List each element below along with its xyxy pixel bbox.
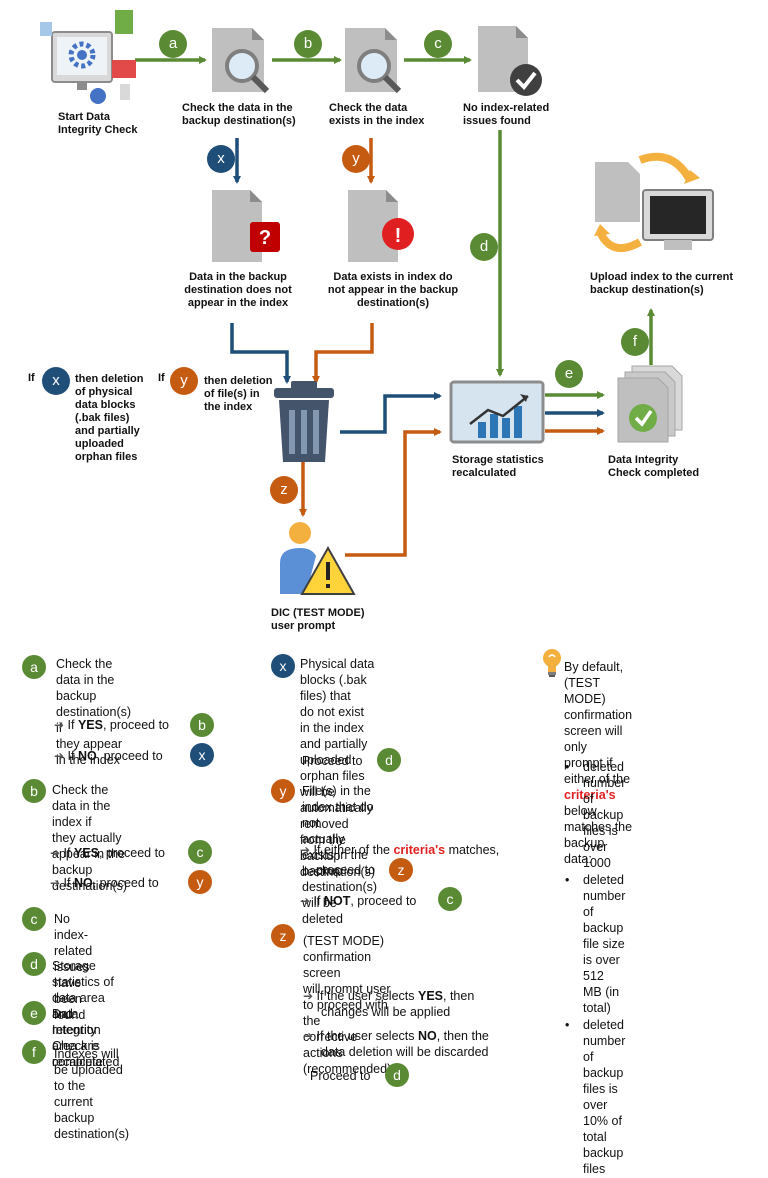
legend-z-no: ➔ If the user selects NO, then the	[303, 1029, 489, 1043]
legend-y-either-line2: proceed to	[316, 863, 376, 877]
legend-a-no-target: x	[190, 743, 214, 767]
legend-badge-z: z	[271, 924, 295, 948]
arrow-right-icon: ➔	[50, 876, 61, 890]
badge-z: z	[270, 476, 298, 504]
svg-text:?: ?	[259, 227, 271, 249]
svg-text:!: !	[395, 225, 402, 247]
if-y-prefix: If	[158, 372, 165, 384]
arrow-right-icon: ➔	[303, 989, 314, 1003]
arrow-right-icon: ➔	[300, 843, 311, 857]
legend-b-yes-target: c	[188, 840, 212, 864]
arrow-right-icon: ➔	[300, 894, 311, 908]
badge-y: y	[342, 145, 370, 173]
legend-x-target: d	[377, 748, 401, 772]
legend-e-text: Data Integrity Check is complete	[52, 1007, 103, 1069]
arrow-blue-to-trash	[230, 323, 291, 384]
docs-check-icon	[617, 365, 683, 443]
legend-badge-d: d	[22, 952, 46, 976]
user-warning-icon	[280, 522, 356, 595]
legend-y-either: ➔ If either of the criteria's matches,	[300, 843, 500, 857]
trash-icon	[274, 381, 334, 462]
arrow-prompt-to-stats	[345, 428, 442, 557]
legend-a-yes: ➔ If YES, proceed to	[54, 718, 169, 732]
legend-a-yes-target: b	[190, 713, 214, 737]
arrow-right-icon: ➔	[54, 718, 65, 732]
legend-b-no-target: y	[188, 870, 212, 894]
legend-badge-e: e	[22, 1001, 46, 1025]
badge-x: x	[207, 145, 235, 173]
doc-search-icon	[212, 28, 270, 94]
doc-check-icon	[478, 26, 542, 96]
badge-y-side: y	[170, 367, 198, 395]
arrow-right-icon: ➔	[303, 1029, 314, 1043]
legend-y-not-target: c	[438, 887, 462, 911]
arrow-orange-to-trash	[312, 323, 374, 384]
legend-b-no: ➔ If NO, proceed to	[50, 876, 159, 890]
legend-z-proceed: Proceed to	[310, 1069, 371, 1083]
badge-c: c	[424, 30, 452, 58]
legend-badge-b: b	[22, 779, 46, 803]
upload-sync-icon	[594, 152, 714, 253]
legend-badge-y: y	[271, 779, 295, 803]
legend-z-yes-line2: changes will be applied	[321, 1005, 451, 1019]
chart-monitor-icon	[449, 380, 545, 444]
prompt-label: DIC (TEST MODE)user prompt	[271, 607, 365, 632]
legend-y-either-target: z	[389, 858, 413, 882]
badge-f: f	[621, 328, 649, 356]
badge-b: b	[294, 30, 322, 58]
legend-z-yes: ➔ If the user selects YES, then	[303, 989, 475, 1003]
legend-badge-a: a	[22, 655, 46, 679]
monitor-gear-icon	[40, 10, 136, 104]
legend-x-proceed: Proceed to	[302, 754, 363, 768]
arrow-trash-to-stats	[340, 392, 442, 434]
if-x-prefix: If	[28, 372, 35, 384]
legend-badge-f: f	[22, 1040, 46, 1064]
legend-z-no-line2: data deletion will be discarded	[321, 1045, 489, 1059]
legend-z-target: d	[385, 1063, 409, 1087]
badge-a: a	[159, 30, 187, 58]
arrow-right-icon: ➔	[50, 846, 61, 860]
flow-arrows	[135, 56, 655, 557]
legend-y-not: ➔ If NOT, proceed to	[300, 894, 417, 908]
badge-e: e	[555, 360, 583, 388]
badge-d: d	[470, 233, 498, 261]
doc-question-icon: ?	[212, 190, 280, 262]
doc-alert-icon: !	[348, 190, 414, 262]
legend-badge-c: c	[22, 907, 46, 931]
legend-b-yes: ➔ If YES, proceed to	[50, 846, 165, 860]
legend-badge-x: x	[271, 654, 295, 678]
badge-x-side: x	[42, 367, 70, 395]
flow-diagram: ? !	[40, 10, 714, 595]
doc-search-icon	[345, 28, 402, 94]
legend-a-no: ➔ If NO, proceed to	[54, 749, 163, 763]
arrow-right-icon: ➔	[54, 749, 65, 763]
lightbulb-icon	[543, 649, 561, 677]
